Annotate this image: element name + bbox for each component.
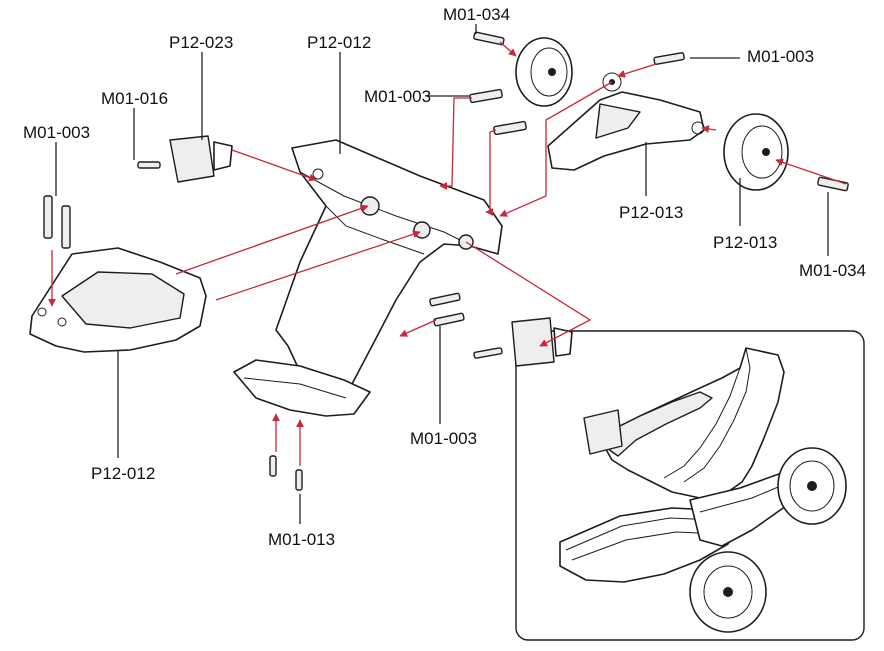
part-labels: M01-034 P12-023 P12-012 M01-003 M01-016 … [23,5,866,549]
label-m01-003-right: M01-003 [747,47,814,66]
leader-lines [55,24,829,524]
label-m01-003-left: M01-003 [23,123,90,142]
label-p12-013-wheel: P12-013 [713,233,777,252]
left-body-part [29,195,207,353]
label-p12-013-center: P12-013 [619,203,683,222]
label-m01-034-top: M01-034 [443,5,510,24]
label-p12-023: P12-023 [169,33,233,52]
label-m01-013: M01-013 [268,530,335,549]
bracket-parts [169,135,573,367]
label-p12-012-top: P12-012 [307,33,371,52]
label-m01-016: M01-016 [101,89,168,108]
label-p12-012-bottom: P12-012 [91,464,155,483]
label-m01-003-lower: M01-003 [410,429,477,448]
wheel-arm-assembly [473,31,849,192]
screws [137,88,527,491]
label-m01-003-mid: M01-003 [364,87,431,106]
bumper-body [233,139,503,417]
assembly-arrows [48,41,847,466]
assembled-view-inset [515,330,865,641]
label-m01-034-right: M01-034 [799,261,866,280]
